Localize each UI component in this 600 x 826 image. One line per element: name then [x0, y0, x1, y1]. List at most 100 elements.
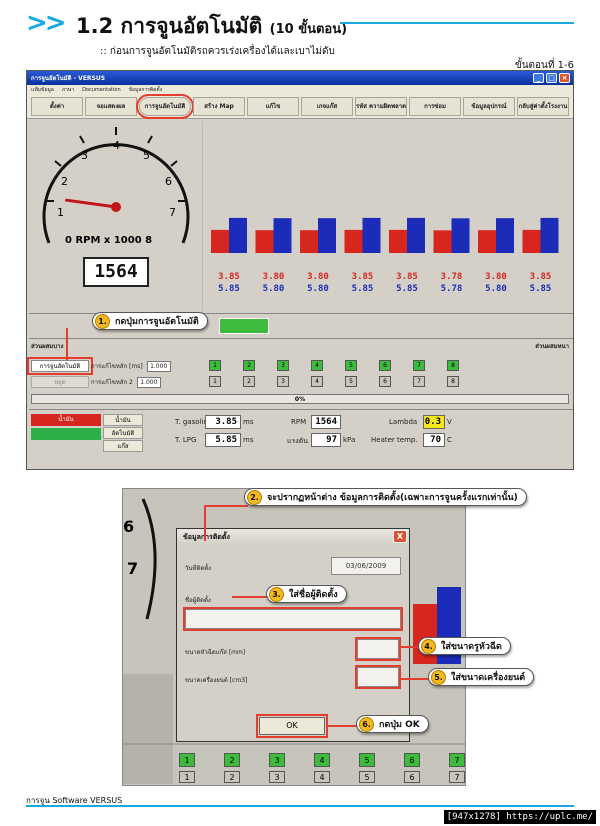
- rpm-label: RPM: [291, 418, 307, 426]
- shot2-cylinder-select-7: 7: [449, 771, 465, 783]
- callout-4-connector: [400, 646, 420, 648]
- shot2-cylinder-1: 1: [179, 753, 195, 767]
- installer-name-field[interactable]: [185, 609, 401, 629]
- mixture-indicator: [219, 318, 269, 334]
- install-info-dialog: ข้อมูลการติดตั้ง X วันที่ติดตั้ง 03/06/2…: [176, 528, 410, 742]
- gauge-tick-7: 7: [169, 206, 176, 219]
- fuel-indicator: น้ำมัน: [31, 414, 101, 426]
- callout-6-number: 6.: [359, 716, 374, 732]
- lambda-value: 0.3: [423, 415, 445, 429]
- cylinder-toggle-2[interactable]: 2: [243, 360, 255, 371]
- auto-tune-button[interactable]: การจูนอัตโนมัติ: [31, 360, 89, 372]
- shot2-gauge-6: 6: [123, 517, 135, 536]
- install-date-field[interactable]: 03/06/2009: [331, 557, 401, 575]
- dialog-titlebar: ข้อมูลการติดตั้ง X: [177, 529, 409, 545]
- main-correction-2-input[interactable]: 1.000: [136, 376, 161, 388]
- petrol-bar: [300, 230, 318, 253]
- header-arrows: >>: [26, 8, 67, 38]
- maximize-icon[interactable]: □: [546, 73, 557, 83]
- callout-5-text: ใส่ขนาดเครื่องยนต์: [451, 673, 526, 683]
- shot2-cylinder-6: 6: [404, 753, 420, 767]
- petrol-time-value: 3.85: [396, 272, 418, 282]
- toolbar-error-codes[interactable]: รหัส ความผิดพลาด: [355, 97, 407, 116]
- menu-file[interactable]: แฟ้มข้อมูล: [31, 87, 54, 93]
- shot2-cylinder-3: 3: [269, 753, 285, 767]
- callout-step-1: 1. กดปุ่มการจูนอัตโนมัติ: [92, 312, 208, 330]
- cylinder-toggle-4[interactable]: 4: [311, 360, 323, 371]
- page-title: 1.2 การจูนอัตโนมัติ (10 ขั้นตอน): [76, 10, 347, 43]
- pressure-value: 97: [311, 433, 341, 447]
- toolbar-create-map[interactable]: สร้าง Map: [193, 97, 245, 116]
- cylinder-select-6[interactable]: 6: [379, 376, 391, 387]
- progress-bar: 0%: [31, 394, 569, 404]
- pressure-unit: kPa: [343, 436, 356, 444]
- gauge-unit: RPM x 1000: [75, 235, 142, 246]
- toolbar-edit[interactable]: แก้ไข: [247, 97, 299, 116]
- mode-petrol-button[interactable]: น้ำมัน: [103, 414, 143, 426]
- toolbar-settings[interactable]: ตั้งค่า: [31, 97, 83, 116]
- petrol-bar: [344, 229, 363, 253]
- mode-auto-button[interactable]: อัตโนมัติ: [103, 427, 143, 439]
- nozzle-size-field[interactable]: [357, 639, 399, 659]
- cylinder-toggle-5[interactable]: 5: [345, 360, 357, 371]
- callout-step-6: 6. กดปุ่ม OK: [356, 715, 429, 733]
- cylinder-toggle-3[interactable]: 3: [277, 360, 289, 371]
- toolbar-display[interactable]: จอแสดงผล: [85, 97, 137, 116]
- cylinder-select-8[interactable]: 8: [447, 376, 459, 387]
- main-correction-2-label: การแก้ไขหลัก 2: [91, 379, 133, 386]
- shot2-cylinder-select-2: 2: [224, 771, 240, 783]
- installer-name-label: ชื่อผู้ติดตั้ง: [185, 597, 211, 604]
- cylinder-select-2[interactable]: 2: [243, 376, 255, 387]
- gauge-hub: [111, 202, 121, 212]
- gas-bar: [496, 218, 514, 253]
- menu-install-info[interactable]: ข้อมูลการติดตั้ง: [128, 87, 163, 93]
- ok-button[interactable]: OK: [259, 717, 325, 735]
- install-date-label: วันที่ติดตั้ง: [185, 565, 212, 572]
- toolbar-device-info[interactable]: ข้อมูลอุปกรณ์: [463, 97, 515, 116]
- dialog-close-icon[interactable]: X: [393, 530, 407, 543]
- stop-button[interactable]: หยุด: [31, 376, 89, 388]
- callout-3-text: ใส่ชื่อผู้ติดตั้ง: [289, 590, 338, 600]
- shot2-cylinder-select-3: 3: [269, 771, 285, 783]
- toolbar-auto-tune[interactable]: การจูนอัตโนมัติ: [136, 94, 194, 119]
- page-subtitle: :: ก่อนการจูนอัตโนมัติรถควรเร่งเครื่องได…: [100, 46, 335, 57]
- t-lpg-unit: ms: [243, 436, 254, 444]
- callout-step-2: 2. จะปรากฏหน้าต่าง ข้อมูลการติดตั้ง(เฉพา…: [244, 488, 527, 506]
- t-lpg-value: 5.85: [205, 433, 241, 447]
- gauge-tick-3: 3: [81, 149, 88, 162]
- shot2-cylinder-select-1: 1: [179, 771, 195, 783]
- cylinder-select-5[interactable]: 5: [345, 376, 357, 387]
- engine-size-field[interactable]: [357, 667, 399, 687]
- lambda-unit: V: [447, 418, 452, 426]
- main-correction-input[interactable]: 1.000: [146, 360, 171, 372]
- cylinder-select-7[interactable]: 7: [413, 376, 425, 387]
- cylinder-select-1[interactable]: 1: [209, 376, 221, 387]
- toolbar: ตั้งค่า จอแสดงผล การจูนอัตโนมัติ สร้าง M…: [27, 94, 573, 119]
- close-icon[interactable]: ×: [559, 73, 570, 83]
- cylinder-toggle-7[interactable]: 7: [413, 360, 425, 371]
- toolbar-repair[interactable]: การซ่อม: [409, 97, 461, 116]
- callout-2-number: 2.: [247, 489, 262, 505]
- mode-gas-button[interactable]: แก๊ส: [103, 440, 143, 452]
- cylinder-select-4[interactable]: 4: [311, 376, 323, 387]
- menu-documentation[interactable]: Documentation: [82, 87, 121, 93]
- gauge-tick-6: 6: [165, 175, 172, 188]
- menu-language[interactable]: ภาษา: [61, 87, 75, 93]
- toolbar-factory-reset[interactable]: กลับสู่ค่าตั้งโรงงาน: [517, 97, 569, 116]
- t-gasoline-value: 3.85: [205, 415, 241, 429]
- dialog-title: ข้อมูลการติดตั้ง: [183, 533, 230, 541]
- gas-time-value: 5.85: [218, 284, 240, 294]
- cylinder-toggle-8[interactable]: 8: [447, 360, 459, 371]
- callout-6-connector: [328, 725, 358, 727]
- gas-time-value: 5.78: [440, 284, 463, 294]
- cylinder-select-3[interactable]: 3: [277, 376, 289, 387]
- callout-1-number: 1.: [95, 313, 110, 329]
- cylinder-toggle-1[interactable]: 1: [209, 360, 221, 371]
- toolbar-gas-gauge[interactable]: เกจแก๊ส: [301, 97, 353, 116]
- minimize-icon[interactable]: _: [533, 73, 544, 83]
- cylinder-toggle-6[interactable]: 6: [379, 360, 391, 371]
